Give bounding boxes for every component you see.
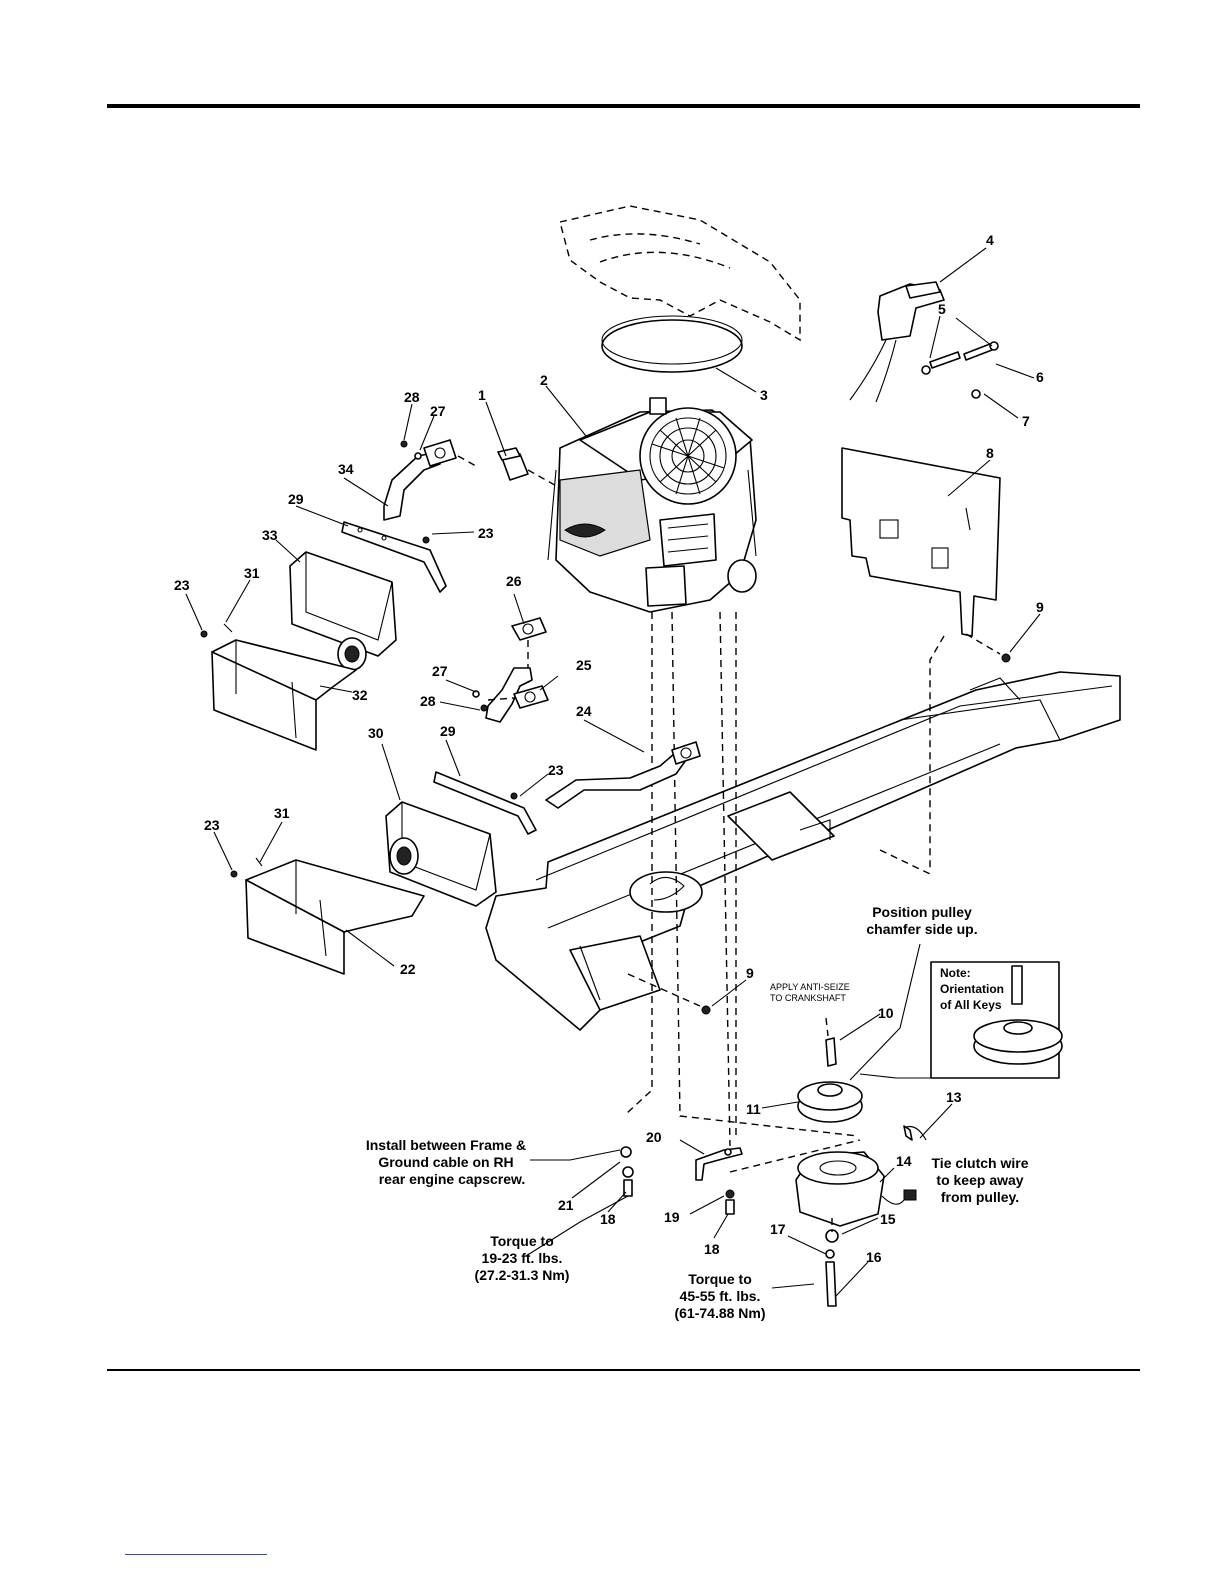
callout-7: 7 bbox=[1022, 413, 1030, 429]
callout-29-lower: 29 bbox=[440, 723, 456, 739]
svg-text:of All Keys: of All Keys bbox=[940, 998, 1002, 1012]
callout-1: 1 bbox=[478, 387, 486, 403]
callout-28-upper: 28 bbox=[404, 389, 420, 405]
svg-text:(61-74.88 Nm): (61-74.88 Nm) bbox=[674, 1305, 765, 1321]
capscrews-part bbox=[620, 1146, 735, 1215]
header-rule bbox=[107, 104, 1140, 108]
callout-13: 13 bbox=[946, 1089, 962, 1105]
svg-text:Tie clutch wire: Tie clutch wire bbox=[932, 1155, 1029, 1171]
heat-shield-part bbox=[841, 447, 1001, 637]
callout-4: 4 bbox=[986, 232, 994, 248]
footer-link-underline[interactable] bbox=[125, 1554, 267, 1555]
ground-cable-note: Install between Frame & Ground cable on … bbox=[366, 1137, 526, 1187]
leader-lines bbox=[185, 247, 1041, 1297]
part-callouts: 1 2 3 4 5 6 7 8 9 9 10 11 13 14 15 16 17… bbox=[174, 232, 1044, 1265]
svg-text:45-55 ft. lbs.: 45-55 ft. lbs. bbox=[680, 1288, 761, 1304]
callout-16: 16 bbox=[866, 1249, 882, 1265]
wire-tie-part bbox=[903, 1125, 927, 1141]
bolt-part bbox=[965, 633, 1011, 663]
callout-11: 11 bbox=[746, 1101, 761, 1117]
svg-text:from pulley.: from pulley. bbox=[941, 1189, 1019, 1205]
callout-18-left: 18 bbox=[600, 1211, 616, 1227]
lower-muffler-guard-part bbox=[230, 857, 425, 975]
clutch-bolt-part bbox=[825, 1218, 839, 1307]
chassis-frame-part bbox=[485, 671, 1121, 1031]
lower-exhaust-pipe-right-part bbox=[545, 741, 701, 809]
callout-20: 20 bbox=[646, 1129, 662, 1145]
ground-bracket-part bbox=[695, 1147, 743, 1181]
pulley-note: Position pulley chamfer side up. bbox=[866, 904, 977, 937]
callout-21: 21 bbox=[558, 1197, 574, 1213]
callout-23-b: 23 bbox=[478, 525, 494, 541]
lower-exhaust-pipe-left-part bbox=[472, 667, 549, 723]
pins-springs-part bbox=[921, 341, 999, 399]
callout-15: 15 bbox=[880, 1211, 896, 1227]
lower-muffler-part bbox=[385, 801, 497, 907]
svg-text:Position pulley: Position pulley bbox=[872, 904, 972, 920]
callout-25: 25 bbox=[576, 657, 592, 673]
upper-muffler-part bbox=[289, 551, 397, 671]
keys-note-text: Note: Orientation of All Keys bbox=[940, 966, 1004, 1012]
callout-22: 22 bbox=[400, 961, 416, 977]
crankshaft-key-part bbox=[825, 1017, 837, 1067]
callout-5: 5 bbox=[938, 301, 946, 317]
svg-text:Install between Frame &: Install between Frame & bbox=[366, 1137, 526, 1153]
footer-rule bbox=[107, 1369, 1140, 1371]
svg-text:Torque to: Torque to bbox=[490, 1233, 554, 1249]
upper-muffler-bracket-part bbox=[341, 521, 447, 593]
callout-8: 8 bbox=[986, 445, 994, 461]
fuel-filter-part bbox=[497, 447, 561, 489]
callout-14: 14 bbox=[896, 1153, 912, 1169]
callout-19: 19 bbox=[664, 1209, 680, 1225]
callout-3: 3 bbox=[760, 387, 768, 403]
callout-23-c: 23 bbox=[548, 762, 564, 778]
upper-exhaust-pipe-part bbox=[383, 439, 477, 521]
callout-33: 33 bbox=[262, 527, 278, 543]
engine-part bbox=[547, 397, 757, 613]
svg-text:Orientation: Orientation bbox=[940, 982, 1004, 996]
callout-29-upper: 29 bbox=[288, 491, 304, 507]
clutch-part bbox=[795, 1151, 917, 1227]
pulley-part bbox=[797, 1081, 863, 1123]
callout-17: 17 bbox=[770, 1221, 786, 1237]
svg-text:Torque to: Torque to bbox=[688, 1271, 752, 1287]
svg-text:to keep away: to keep away bbox=[936, 1172, 1023, 1188]
callout-2: 2 bbox=[540, 372, 548, 388]
callout-9-lower: 9 bbox=[746, 965, 754, 981]
svg-text:TO CRANKSHAFT: TO CRANKSHAFT bbox=[770, 993, 846, 1003]
keys-orientation-note-box bbox=[930, 961, 1063, 1079]
callout-18-right: 18 bbox=[704, 1241, 720, 1257]
throttle-control-part bbox=[849, 281, 945, 403]
callout-9-upper: 9 bbox=[1036, 599, 1044, 615]
antiseize-note: APPLY ANTI-SEIZE TO CRANKSHAFT bbox=[770, 982, 850, 1003]
torque-note-clutch: Torque to 45-55 ft. lbs. (61-74.88 Nm) bbox=[674, 1271, 765, 1321]
callout-31-lower: 31 bbox=[274, 805, 290, 821]
svg-text:(27.2-31.3 Nm): (27.2-31.3 Nm) bbox=[475, 1267, 570, 1283]
callout-10: 10 bbox=[878, 1005, 894, 1021]
callout-26: 26 bbox=[506, 573, 522, 589]
callout-27-upper: 27 bbox=[430, 403, 446, 419]
svg-text:Ground cable on RH: Ground cable on RH bbox=[378, 1154, 513, 1170]
svg-text:rear engine capscrew.: rear engine capscrew. bbox=[379, 1171, 526, 1187]
svg-text:APPLY ANTI-SEIZE: APPLY ANTI-SEIZE bbox=[770, 982, 850, 992]
torque-note-capscrew: Torque to 19-23 ft. lbs. (27.2-31.3 Nm) bbox=[475, 1233, 570, 1283]
callout-32: 32 bbox=[352, 687, 368, 703]
callout-23-a: 23 bbox=[174, 577, 190, 593]
callout-31-upper: 31 bbox=[244, 565, 260, 581]
lower-muffler-bracket-part bbox=[433, 771, 537, 835]
callout-6: 6 bbox=[1036, 369, 1044, 385]
callout-30: 30 bbox=[368, 725, 384, 741]
clutch-wire-note: Tie clutch wire to keep away from pulley… bbox=[932, 1155, 1029, 1205]
callout-28-lower: 28 bbox=[420, 693, 436, 709]
svg-text:19-23 ft. lbs.: 19-23 ft. lbs. bbox=[482, 1250, 563, 1266]
callout-27-lower: 27 bbox=[432, 663, 448, 679]
engine-shroud-part bbox=[559, 205, 801, 373]
svg-text:Note:: Note: bbox=[940, 966, 971, 980]
callout-23-d: 23 bbox=[204, 817, 220, 833]
svg-text:chamfer side up.: chamfer side up. bbox=[866, 921, 977, 937]
callout-34: 34 bbox=[338, 461, 354, 477]
upper-muffler-guard-part bbox=[200, 623, 357, 751]
callout-24: 24 bbox=[576, 703, 592, 719]
